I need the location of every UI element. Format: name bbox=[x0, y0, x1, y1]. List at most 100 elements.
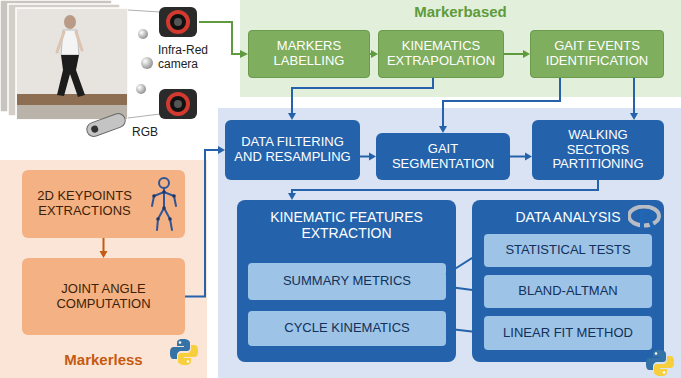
blue-band bbox=[218, 108, 681, 378]
camera-lens bbox=[168, 12, 188, 32]
arrow-head bbox=[100, 251, 108, 258]
python-logo-yellow bbox=[654, 356, 674, 376]
box-label: SUMMARY METRICS bbox=[283, 274, 411, 289]
rgb-camera bbox=[85, 112, 127, 139]
skeleton-limbs bbox=[152, 188, 176, 230]
arrow-head bbox=[288, 113, 296, 120]
box-label: WALKING SECTORS PARTITIONING bbox=[538, 128, 658, 173]
box-label: STATISTICAL TESTS bbox=[505, 243, 630, 258]
box-label: LINEAR FIT METHOD bbox=[503, 326, 633, 341]
process-box: 2D KEYPOINTS EXTRACTIONS bbox=[22, 170, 185, 238]
box-label: 2D KEYPOINTS EXTRACTIONS bbox=[28, 189, 141, 219]
walkway bbox=[17, 94, 127, 105]
python-logo bbox=[170, 338, 198, 366]
box-label: DATA ANALYSIS bbox=[515, 209, 620, 225]
figure-label: RGB bbox=[132, 126, 172, 140]
process-box: DATA FILTERING AND RESAMPLING bbox=[225, 120, 360, 180]
connector-line bbox=[446, 254, 479, 275]
camera-body bbox=[159, 7, 197, 37]
box-label: DATA FILTERING AND RESAMPLING bbox=[231, 135, 354, 165]
connector-arrow bbox=[100, 238, 108, 258]
process-box: GAIT EVENTS IDENTIFICATION bbox=[530, 30, 664, 78]
camera-body bbox=[85, 112, 127, 139]
marker-sphere bbox=[138, 29, 148, 39]
connector-line bbox=[292, 180, 598, 194]
camera-body bbox=[159, 89, 197, 119]
connector-arrow bbox=[439, 78, 560, 133]
arrow-head bbox=[218, 146, 225, 154]
connector-line bbox=[185, 150, 219, 297]
process-box: STATISTICAL TESTS bbox=[484, 234, 652, 267]
camera-lens bbox=[174, 100, 182, 108]
region-title: Markerless bbox=[64, 351, 142, 368]
connector-arrow bbox=[510, 153, 532, 161]
box-label: GAIT EVENTS IDENTIFICATION bbox=[537, 39, 657, 69]
connector-arrow bbox=[504, 50, 530, 58]
arrow-head bbox=[630, 113, 638, 120]
box-label: MARKERS LABELLING bbox=[255, 39, 363, 69]
arrow-head bbox=[369, 153, 376, 161]
arrow-head bbox=[477, 328, 484, 336]
camera-lens bbox=[168, 94, 188, 114]
process-box: SUMMARY METRICS bbox=[248, 263, 446, 300]
connector-line bbox=[633, 78, 635, 114]
zoom-line bbox=[128, 114, 160, 118]
python-logo-eye bbox=[179, 341, 182, 344]
person-trousers bbox=[57, 55, 85, 97]
box-label: KINEMATICS EXTRAPOLATION bbox=[385, 39, 497, 69]
group-box: KINEMATIC FEATURES EXTRACTION SUMMARY MET… bbox=[237, 200, 456, 362]
infrared-camera bbox=[159, 89, 197, 119]
connector-line bbox=[510, 156, 526, 158]
figure-label: Infra-Red camera bbox=[158, 44, 222, 72]
region-band: Markerless 2D KEYPOINTS EXTRACTIONS JOINT… bbox=[0, 160, 207, 378]
camera-lens bbox=[174, 18, 182, 26]
process-box: WALKING SECTORS PARTITIONING bbox=[532, 120, 664, 180]
python-logo-eye bbox=[663, 371, 666, 374]
process-box: JOINT ANGLE COMPUTATION bbox=[22, 258, 185, 335]
connector-arrow bbox=[185, 146, 225, 297]
camera-arrow-line bbox=[199, 22, 241, 54]
python-logo-yellow bbox=[178, 345, 198, 365]
arrow-head bbox=[371, 50, 378, 58]
connector-line bbox=[103, 238, 105, 252]
camera-arrow-head bbox=[240, 50, 248, 58]
r-logo bbox=[628, 205, 662, 231]
connector-line bbox=[360, 156, 370, 158]
video-frame bbox=[16, 8, 128, 120]
marker-sphere bbox=[136, 84, 146, 94]
connector-arrow bbox=[446, 328, 484, 336]
connector-line bbox=[446, 287, 478, 291]
box-label: KINEMATIC FEATURES EXTRACTION bbox=[243, 209, 450, 241]
region-band: MarkerbasedMARKERS LABELLING KINEMATICS E… bbox=[240, 0, 681, 97]
camera-lens bbox=[90, 125, 99, 134]
process-box: LINEAR FIT METHOD bbox=[484, 316, 652, 350]
label-holder: RGB bbox=[132, 126, 172, 140]
process-box: CYCLE KINEMATICS bbox=[248, 311, 446, 346]
marker-sphere bbox=[141, 57, 153, 69]
person-head bbox=[64, 15, 76, 29]
python-logo-eye bbox=[187, 360, 190, 363]
connector-line bbox=[370, 53, 372, 55]
python-logo-eye bbox=[655, 352, 658, 355]
process-box: BLAND-ALTMAN bbox=[484, 275, 652, 308]
connector-line bbox=[443, 78, 560, 127]
zoom-line bbox=[128, 10, 160, 12]
box-label: CYCLE KINEMATICS bbox=[284, 321, 409, 336]
region-title: Markerbased bbox=[414, 3, 507, 20]
arrow-head bbox=[525, 153, 532, 161]
connector-arrow bbox=[446, 287, 484, 295]
skeleton-keypoints bbox=[152, 190, 176, 221]
skeleton-icon bbox=[150, 176, 178, 232]
person-arm bbox=[57, 32, 64, 52]
connector-arrow bbox=[630, 78, 638, 120]
box-label: JOINT ANGLE COMPUTATION bbox=[28, 282, 179, 312]
process-box: GAIT SEGMENTATION bbox=[376, 133, 510, 180]
connector-line bbox=[292, 78, 433, 114]
arrow-head bbox=[288, 193, 296, 200]
connector-arrow bbox=[288, 180, 598, 200]
label-holder: Infra-Red camera bbox=[158, 44, 222, 72]
connector-arrow bbox=[360, 153, 376, 161]
skeleton-head bbox=[159, 178, 169, 188]
arrow-head bbox=[523, 50, 530, 58]
arrow-head bbox=[476, 251, 484, 258]
